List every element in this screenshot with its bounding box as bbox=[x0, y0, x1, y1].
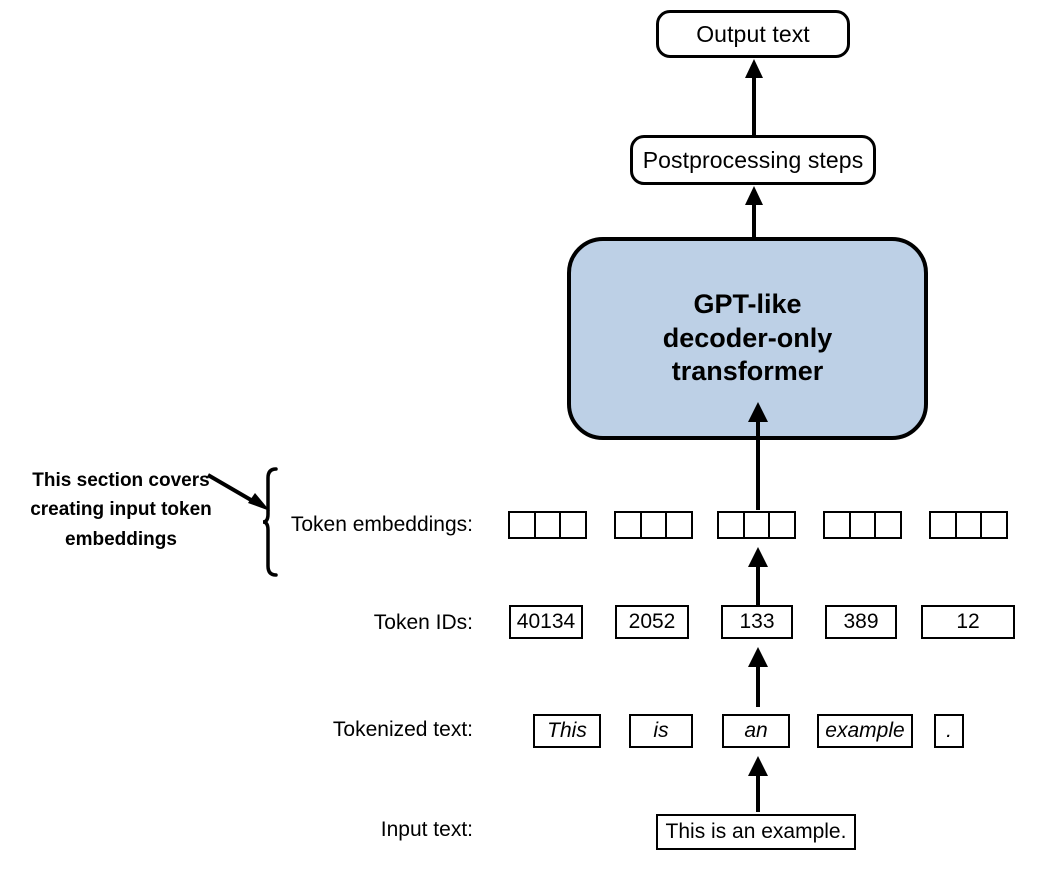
token-id-box-5: 12 bbox=[921, 605, 1015, 639]
row-label-tokenized-text: Tokenized text: bbox=[332, 718, 473, 741]
embedding-cell bbox=[768, 511, 796, 539]
embedding-cell bbox=[954, 511, 983, 539]
arrow-embeddings-to-transformer bbox=[748, 402, 768, 510]
token-embedding-group-5 bbox=[929, 511, 1008, 539]
token-text-box-5: . bbox=[934, 714, 964, 748]
token-id-value: 2052 bbox=[628, 610, 676, 633]
input-text-box: This is an example. bbox=[656, 814, 856, 850]
token-embedding-group-1 bbox=[508, 511, 587, 539]
token-embedding-group-2 bbox=[614, 511, 693, 539]
embedding-cell bbox=[639, 511, 668, 539]
embedding-cell bbox=[665, 511, 693, 539]
arrow-ids-to-embeddings bbox=[748, 547, 768, 607]
annotation-line-2: creating input token bbox=[30, 499, 212, 521]
arrow-input-to-tokens bbox=[748, 756, 768, 812]
token-text-box-2: is bbox=[629, 714, 693, 748]
token-id-value: 40134 bbox=[516, 610, 576, 633]
embeddings-section-bracket bbox=[262, 467, 278, 577]
token-id-box-1: 40134 bbox=[509, 605, 583, 639]
embedding-cell bbox=[559, 511, 587, 539]
embedding-cell bbox=[533, 511, 562, 539]
token-text-value: example bbox=[825, 719, 905, 742]
embedding-cell bbox=[980, 511, 1008, 539]
token-id-value: 389 bbox=[843, 610, 879, 633]
token-text-value: . bbox=[946, 719, 952, 742]
annotation-line-1: This section covers bbox=[32, 470, 210, 491]
annotation-arrow bbox=[206, 473, 270, 511]
token-id-box-4: 389 bbox=[825, 605, 897, 639]
token-text-value: is bbox=[653, 719, 669, 742]
output-text-label: Output text bbox=[696, 20, 810, 47]
section-annotation: This section covers creating input token… bbox=[18, 466, 224, 554]
row-label-input-text: Input text: bbox=[380, 818, 473, 841]
embedding-cell bbox=[848, 511, 877, 539]
token-id-value: 12 bbox=[956, 610, 980, 633]
embedding-cell bbox=[717, 511, 745, 539]
token-text-box-1: This bbox=[533, 714, 601, 748]
transformer-line-3: transformer bbox=[671, 356, 824, 387]
token-text-value: This bbox=[547, 719, 587, 742]
embedding-cell bbox=[874, 511, 902, 539]
embedding-cell bbox=[929, 511, 957, 539]
token-text-box-3: an bbox=[722, 714, 790, 748]
row-label-token-ids: Token IDs: bbox=[373, 611, 473, 634]
arrow-postprocessing-to-output bbox=[745, 59, 763, 138]
token-id-box-3: 133 bbox=[721, 605, 793, 639]
output-text-box: Output text bbox=[656, 10, 850, 58]
token-embedding-group-3 bbox=[717, 511, 796, 539]
transformer-line-1: GPT-like bbox=[693, 289, 802, 320]
gpt-transformer-block: GPT-like decoder-only transformer bbox=[567, 237, 928, 440]
embedding-cell bbox=[823, 511, 851, 539]
token-text-box-4: example bbox=[817, 714, 913, 748]
annotation-line-3: embeddings bbox=[65, 528, 177, 550]
embedding-cell bbox=[614, 511, 642, 539]
postprocessing-box: Postprocessing steps bbox=[630, 135, 876, 185]
row-label-token-embeddings: Token embeddings: bbox=[290, 513, 473, 536]
postprocessing-label: Postprocessing steps bbox=[642, 146, 864, 173]
token-embedding-group-4 bbox=[823, 511, 902, 539]
token-id-value: 133 bbox=[739, 610, 775, 633]
embedding-cell bbox=[742, 511, 771, 539]
arrow-transformer-to-postprocessing bbox=[745, 186, 763, 241]
arrow-tokens-to-ids bbox=[748, 647, 768, 707]
transformer-line-2: decoder-only bbox=[662, 322, 833, 353]
embedding-cell bbox=[508, 511, 536, 539]
input-text-value: This is an example. bbox=[665, 820, 847, 843]
token-id-box-2: 2052 bbox=[615, 605, 689, 639]
token-text-value: an bbox=[744, 719, 768, 742]
